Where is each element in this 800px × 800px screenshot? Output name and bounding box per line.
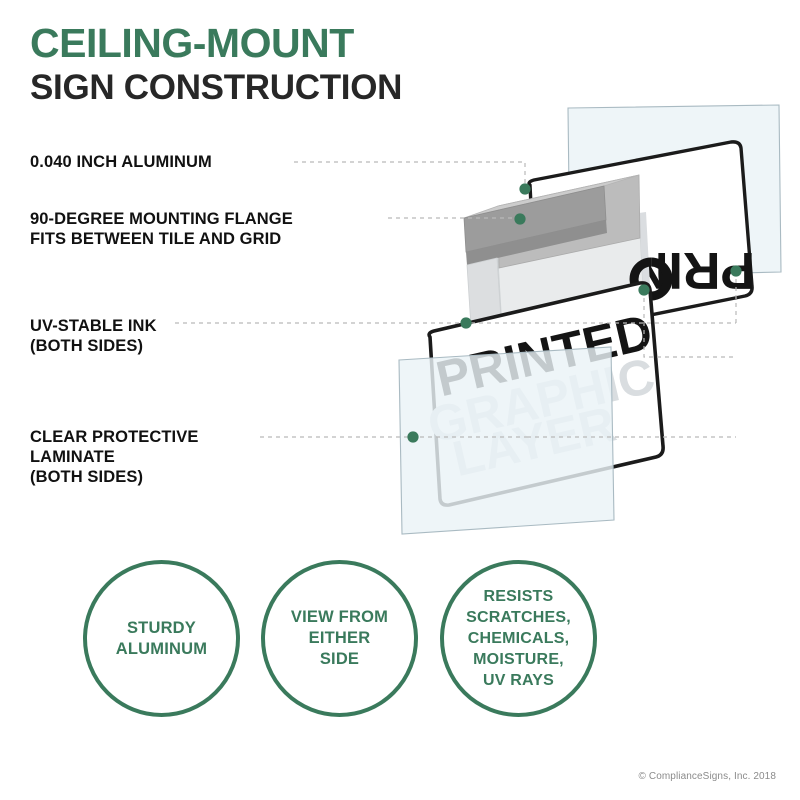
copyright-notice: © ComplianceSigns, Inc. 2018 — [638, 771, 776, 782]
title-line-primary: CEILING-MOUNT — [30, 20, 354, 66]
benefit-circle-label: STURDY ALUMINUM — [115, 618, 208, 658]
laminate-front-panel — [398, 346, 615, 535]
callout-label-flange: 90-DEGREE MOUNTING FLANGE FITS BETWEEN T… — [30, 210, 293, 248]
dot-printed-back — [638, 284, 650, 296]
dot-flange — [514, 213, 526, 225]
dot-laminate-front — [407, 431, 419, 443]
benefit-circle-resists[interactable]: RESISTS SCRATCHES, CHEMICALS, MOISTURE, … — [440, 560, 597, 717]
callout-label-clear-laminate: CLEAR PROTECTIVE LAMINATE (BOTH SIDES) — [30, 428, 199, 486]
benefit-circle-label: RESISTS SCRATCHES, CHEMICALS, MOISTURE, … — [466, 588, 571, 689]
benefit-circle-label: VIEW FROM EITHER SIDE — [290, 608, 389, 668]
layer-laminate-front — [398, 346, 615, 535]
callout-label-aluminum: 0.040 INCH ALUMINUM — [30, 153, 212, 171]
leader-aluminum — [294, 161, 526, 187]
leader-printed-back-elbow — [643, 290, 736, 358]
page-title: CEILING-MOUNT SIGN CONSTRUCTION — [30, 20, 402, 108]
dot-uv-ink-panel — [730, 265, 742, 277]
benefit-circle-view-from-either-side[interactable]: VIEW FROM EITHER SIDE — [261, 560, 418, 717]
leader-lines — [175, 161, 737, 438]
connector-dots — [407, 183, 742, 443]
benefit-circle-group: STURDY ALUMINUM VIEW FROM EITHER SIDE RE… — [0, 548, 800, 748]
flange-lip-underside — [466, 220, 607, 265]
title-line-secondary: SIGN CONSTRUCTION — [30, 68, 403, 107]
dot-aluminum — [519, 183, 531, 195]
dot-uv-ink-front — [460, 317, 472, 329]
callout-label-uv-stable-ink: UV-STABLE INK (BOTH SIDES) — [30, 317, 157, 355]
benefit-circle-sturdy-aluminum[interactable]: STURDY ALUMINUM — [83, 560, 240, 717]
